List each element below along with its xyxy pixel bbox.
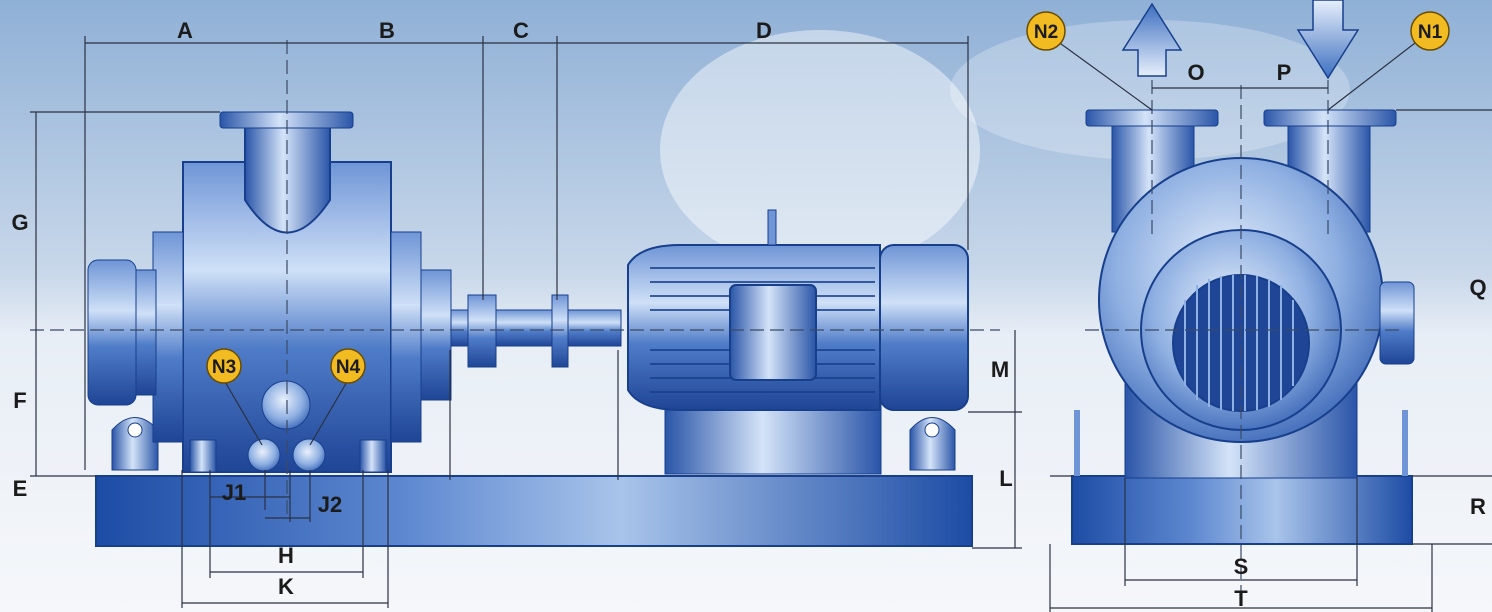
dim-label-b: B (379, 18, 395, 43)
dim-label-c: C (513, 18, 529, 43)
svg-text:N1: N1 (1418, 22, 1443, 43)
discharge-arrow-icon (1121, 2, 1183, 77)
grille-bars (1184, 275, 1294, 411)
end-view-base (1071, 475, 1413, 545)
pump-nozzle (244, 125, 331, 234)
motor-fan-cover (879, 244, 969, 411)
dim-label-l: L (999, 466, 1012, 491)
dim-label-q: Q (1469, 275, 1486, 300)
dim-label-h: H (278, 543, 294, 568)
dim-label-t: T (1234, 586, 1248, 611)
dim-label-j2: J2 (318, 492, 342, 517)
dim-label-m: M (991, 357, 1009, 382)
badge-n1: N1 (1410, 11, 1450, 51)
lifting-eye (767, 209, 777, 246)
foot-bolt (924, 422, 940, 438)
dim-label-f: F (13, 388, 26, 413)
motor-foot-right (909, 417, 956, 471)
cloud (660, 30, 980, 270)
nozzle-leaders (223, 379, 349, 446)
pump-end-plate-right (390, 231, 422, 443)
svg-text:N3: N3 (212, 357, 236, 378)
badge-n3: N3 (206, 348, 242, 384)
svg-text:N4: N4 (336, 357, 361, 378)
cloud (950, 20, 1350, 160)
end-dimension-lines (1045, 32, 1492, 612)
coupling-hub (551, 294, 569, 368)
side-view: A B C D G F E J1 J2 H K M L N3 N4 (11, 18, 1022, 608)
dim-label-r: R (1470, 494, 1486, 519)
suction-flange (1263, 109, 1397, 127)
bearing-housing-right (420, 269, 452, 401)
terminal-box (729, 284, 817, 381)
end-centre-lines (1085, 80, 1400, 605)
dim-label-g: G (11, 210, 28, 235)
dimension-lines (30, 36, 1022, 608)
end-view: O P Q R S T N2 N1 (1026, 0, 1492, 612)
bearing-collar (135, 269, 157, 396)
svg-text:N2: N2 (1034, 22, 1058, 43)
motor-pedestal (664, 399, 882, 475)
badge-n4: N4 (330, 348, 366, 384)
side-port (1379, 281, 1415, 365)
pump-end-plate-left (152, 231, 184, 443)
dim-label-k: K (278, 574, 294, 599)
bearing-housing-left (87, 259, 137, 406)
coupling-hub (467, 294, 497, 368)
dim-label-j1: J1 (222, 480, 246, 505)
drain-boss (261, 380, 311, 430)
base-frame (95, 475, 973, 547)
drain-port-j1 (247, 438, 281, 472)
foot-bolt (127, 422, 143, 438)
dim-label-o: O (1187, 60, 1204, 85)
dim-label-d: D (756, 18, 772, 43)
centre-lines (30, 40, 1000, 520)
dim-label-e: E (13, 476, 28, 501)
dim-label-a: A (177, 18, 193, 43)
badge-n2: N2 (1026, 11, 1066, 51)
suction-arrow-icon (1296, 0, 1360, 80)
dim-label-p: P (1277, 60, 1292, 85)
dim-label-s: S (1234, 554, 1249, 579)
pump-foot (359, 439, 387, 473)
pump-foot (189, 439, 217, 473)
drain-port-j2 (292, 438, 326, 472)
